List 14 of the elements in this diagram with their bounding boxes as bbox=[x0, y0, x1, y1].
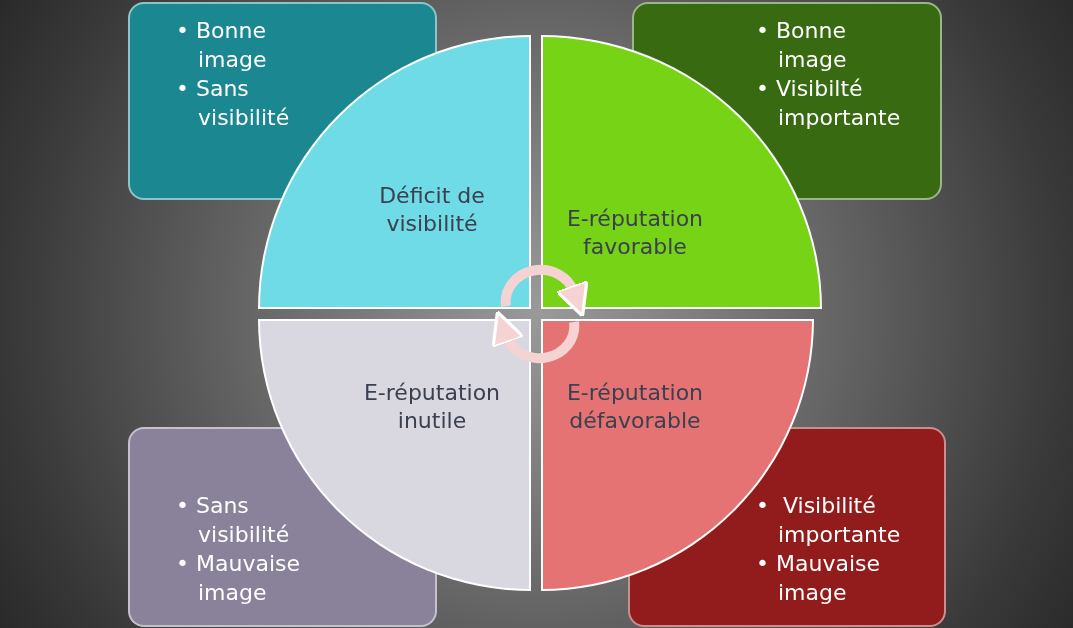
cycle-arrow bbox=[500, 264, 588, 318]
cycle-arrow bbox=[492, 310, 580, 364]
quadrant-label: E-réputation favorable bbox=[565, 205, 705, 261]
bullet-item: • Bonne image bbox=[756, 17, 848, 74]
bullet-item: • Mauvaise image bbox=[176, 550, 301, 607]
bullet-item: • Mauvaise image bbox=[756, 550, 881, 607]
quadrant-label: E-réputation défavorable bbox=[565, 379, 705, 435]
bullet-item: • Visibilté importante bbox=[756, 75, 902, 132]
quadrant-label: E-réputation inutile bbox=[362, 379, 502, 435]
bullet-item: • Bonne image bbox=[176, 17, 268, 74]
bullet-item: • Visibilité importante bbox=[756, 492, 902, 549]
bullet-item: • Sans visibilité bbox=[176, 75, 291, 132]
bullet-item: • Sans visibilité bbox=[176, 492, 291, 549]
quadrant-label: Déficit de visibilité bbox=[378, 182, 486, 238]
